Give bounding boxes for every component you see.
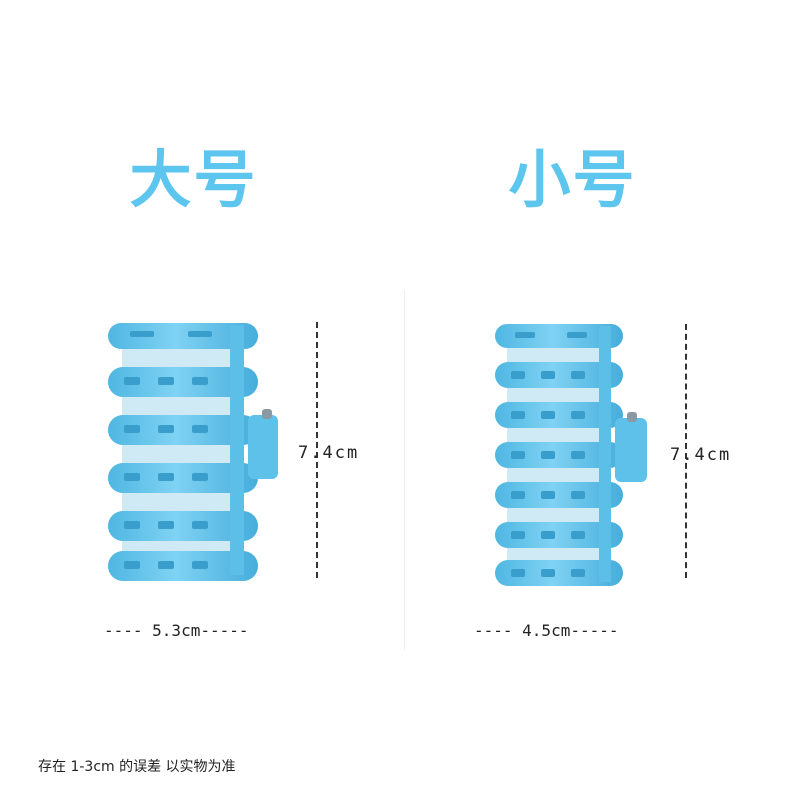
large-height-label: 7.4cm [298,443,360,463]
small-width-label: ---- 4.5cm----- [474,621,619,640]
tolerance-note: 存在 1-3cm 的误差 以实物为准 [38,759,236,775]
small-hair-roller-image [495,324,647,586]
small-height-dimension-line [685,324,687,578]
large-width-label: ---- 5.3cm----- [104,621,249,640]
large-height-dimension-line [316,322,318,578]
large-size-panel: 大号 [104,143,360,640]
large-size-title: 大号 [129,143,258,216]
small-size-panel: 小号 [401,0,802,802]
center-divider [404,290,405,650]
small-height-label: 7.4cm [670,445,732,465]
large-hair-roller-image [108,323,278,581]
small-size-title: 小号 [508,143,637,216]
